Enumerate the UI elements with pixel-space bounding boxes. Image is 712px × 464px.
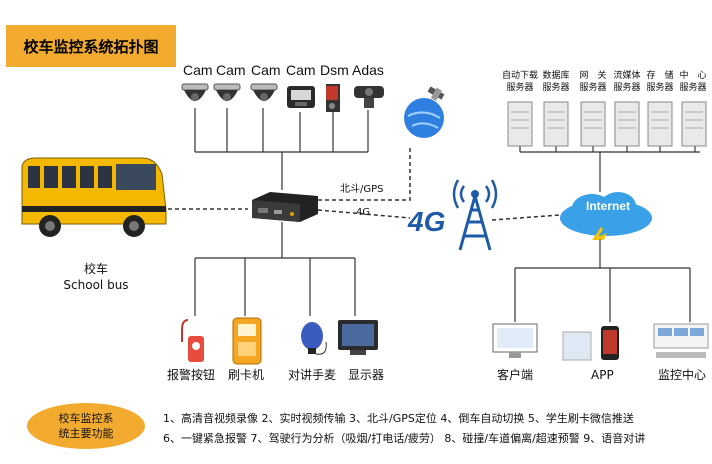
server-icon <box>681 101 707 147</box>
server-label-streaming: 流媒体服务器 <box>613 71 641 93</box>
box-camera-icon <box>287 86 315 108</box>
monitor-label: 显示器 <box>348 368 385 382</box>
internet-cloud-icon <box>560 192 652 240</box>
server-icon <box>614 101 640 147</box>
feature-line-2: 6、一键紧急报警 7、驾驶行为分析（吸烟/打电话/疲劳） 8、碰撞/车道偏离/超… <box>163 432 646 445</box>
summary-line-2: 统主要功能 <box>58 427 114 440</box>
server-label-database: 数据库服务器 <box>542 71 570 93</box>
monitor-icon <box>338 320 378 355</box>
card-reader-icon <box>232 317 262 365</box>
server-label-center: 中 心服务器 <box>679 71 707 93</box>
server-label-auto-download: 自动下载服务器 <box>501 71 538 93</box>
bus-label-en: School bus <box>63 278 129 292</box>
camera-label-4: Cam <box>286 62 316 78</box>
dsm-label: Dsm <box>320 62 349 78</box>
client-label: 客户端 <box>497 368 534 382</box>
server-icon <box>647 101 673 147</box>
mobile-app-icon <box>562 326 619 361</box>
summary-line-1: 校车监控系 <box>58 412 114 425</box>
mobile-dvr-icon <box>252 192 318 222</box>
bus-label-cn: 校车 <box>83 262 108 276</box>
summary-badge: 校车监控系 统主要功能 <box>27 403 145 449</box>
page-title: 校车监控系统拓扑图 <box>6 25 176 67</box>
handset-mic-label: 对讲手麦 <box>288 368 337 382</box>
cell-tower-icon <box>452 179 498 251</box>
card-reader-label: 刷卡机 <box>228 368 265 382</box>
server-icon <box>543 101 569 147</box>
tower-4g-label: 4G <box>408 206 446 237</box>
dome-camera-icon <box>181 83 209 101</box>
monitoring-center-label: 监控中心 <box>658 368 707 382</box>
satellite-globe-icon <box>404 86 445 138</box>
alarm-button-icon <box>181 319 204 362</box>
desktop-client-icon <box>492 323 538 358</box>
app-label: APP <box>591 368 614 382</box>
camera-label-2: Cam <box>216 62 246 78</box>
alarm-button-label: 报警按钮 <box>167 368 216 382</box>
internet-label: Internet <box>585 199 630 213</box>
feature-line-1: 1、高清音视频录像 2、实时视频传输 3、北斗/GPS定位 4、倒车自动切换 5… <box>163 412 634 425</box>
server-label-storage: 存 储服务器 <box>646 71 674 93</box>
server-label-gateway: 网 关服务器 <box>579 71 607 93</box>
dsm-camera-icon <box>326 84 340 112</box>
camera-label-3: Cam <box>251 62 281 78</box>
camera-label-1: Cam <box>183 62 213 78</box>
bus-label: 校车 School bus <box>56 261 136 293</box>
server-icon <box>507 101 533 147</box>
dome-camera-icon <box>250 83 278 101</box>
server-icon <box>580 101 606 147</box>
dome-camera-icon <box>213 83 241 101</box>
adas-label: Adas <box>352 62 384 78</box>
monitoring-center-icon <box>653 323 709 358</box>
school-bus-icon <box>21 157 167 237</box>
net-link-label: 4G <box>356 207 371 218</box>
handset-mic-icon <box>301 322 327 355</box>
gps-link-label: 北斗/GPS <box>340 184 384 195</box>
adas-camera-icon <box>354 86 384 108</box>
server-rack-group <box>507 101 707 147</box>
